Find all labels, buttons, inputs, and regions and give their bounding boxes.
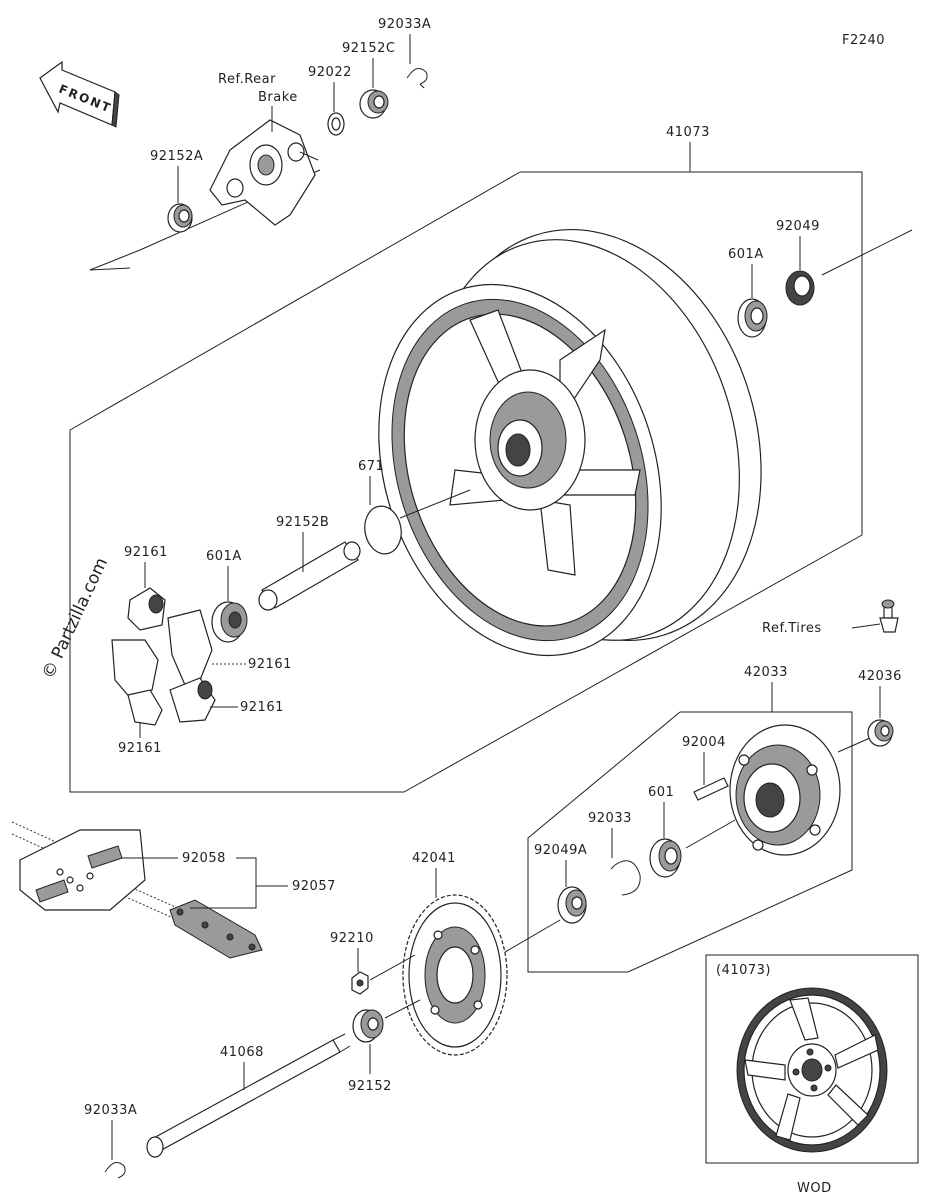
label-92161-d: 92161 — [118, 741, 162, 756]
nut-92210 — [351, 971, 369, 995]
label-92152a: 92152A — [150, 149, 203, 164]
collar-42036 — [867, 719, 894, 747]
rear-wheel — [378, 229, 762, 657]
hub-assembly-frame — [527, 711, 853, 973]
ref-rear-brake-line1: Ref.Rear — [218, 72, 276, 87]
label-92152: 92152 — [348, 1079, 392, 1094]
label-92022: 92022 — [308, 65, 352, 80]
wheel-assembly-frame — [69, 171, 863, 793]
bearing-601a-left — [211, 601, 248, 643]
label-42036: 42036 — [858, 669, 902, 684]
label-42033: 42033 — [744, 665, 788, 680]
stud-92004 — [693, 777, 729, 801]
inset-title: (41073) — [716, 963, 771, 978]
label-92033: 92033 — [588, 811, 632, 826]
collar-92152 — [352, 1009, 384, 1043]
label-92152b: 92152B — [276, 515, 329, 530]
washer-92022 — [327, 112, 345, 136]
partzilla-watermark: © Partzilla.com — [38, 555, 112, 682]
label-42041: 42041 — [412, 851, 456, 866]
label-92033a-top: 92033A — [378, 17, 431, 32]
label-41068: 41068 — [220, 1045, 264, 1060]
rubber-damper-group — [111, 587, 216, 726]
axle-axis-right — [821, 229, 913, 276]
label-671: 671 — [358, 459, 384, 474]
bearing-601 — [649, 838, 682, 878]
drive-chain — [11, 821, 263, 959]
o-ring-671 — [364, 505, 402, 555]
inset-caption: WOD — [797, 1181, 832, 1196]
label-92210: 92210 — [330, 931, 374, 946]
label-92161-c: 92161 — [240, 700, 284, 715]
label-92049: 92049 — [776, 219, 820, 234]
label-601a-left: 601A — [206, 549, 242, 564]
collar-92152c — [359, 89, 389, 119]
label-92033a-bottom: 92033A — [84, 1103, 137, 1118]
axle-41068 — [146, 1033, 351, 1158]
circlip-92033a-bottom — [104, 1162, 126, 1179]
sprocket-42041 — [402, 894, 508, 1056]
label-92004: 92004 — [682, 735, 726, 750]
tire-valve-icon — [879, 599, 899, 633]
circlip-92033a-top — [406, 68, 428, 89]
bearing-601a-right — [737, 298, 768, 338]
oil-seal-92049 — [785, 270, 815, 306]
label-ref-tires: Ref.Tires — [762, 621, 822, 636]
label-92161-a: 92161 — [124, 545, 168, 560]
collar-92152a — [167, 203, 193, 233]
label-601a-right: 601A — [728, 247, 764, 262]
label-41073: 41073 — [666, 125, 710, 140]
label-92152c: 92152C — [342, 41, 395, 56]
oil-seal-92049a — [557, 886, 587, 924]
caliper-bracket — [209, 119, 319, 226]
ref-rear-brake-line2: Brake — [258, 90, 298, 105]
inset-wheel — [736, 987, 888, 1153]
label-92058: 92058 — [182, 851, 226, 866]
label-601: 601 — [648, 785, 674, 800]
label-92161-b: 92161 — [248, 657, 292, 672]
collar-92152b — [258, 541, 361, 611]
inset-frame — [705, 954, 919, 1164]
label-92049a: 92049A — [534, 843, 587, 858]
hub-coupling-42033 — [729, 724, 841, 856]
circlip-92033 — [610, 860, 641, 896]
label-92057: 92057 — [292, 879, 336, 894]
figure-code: F2240 — [842, 33, 885, 48]
front-arrow-icon: FRONT — [39, 60, 120, 128]
